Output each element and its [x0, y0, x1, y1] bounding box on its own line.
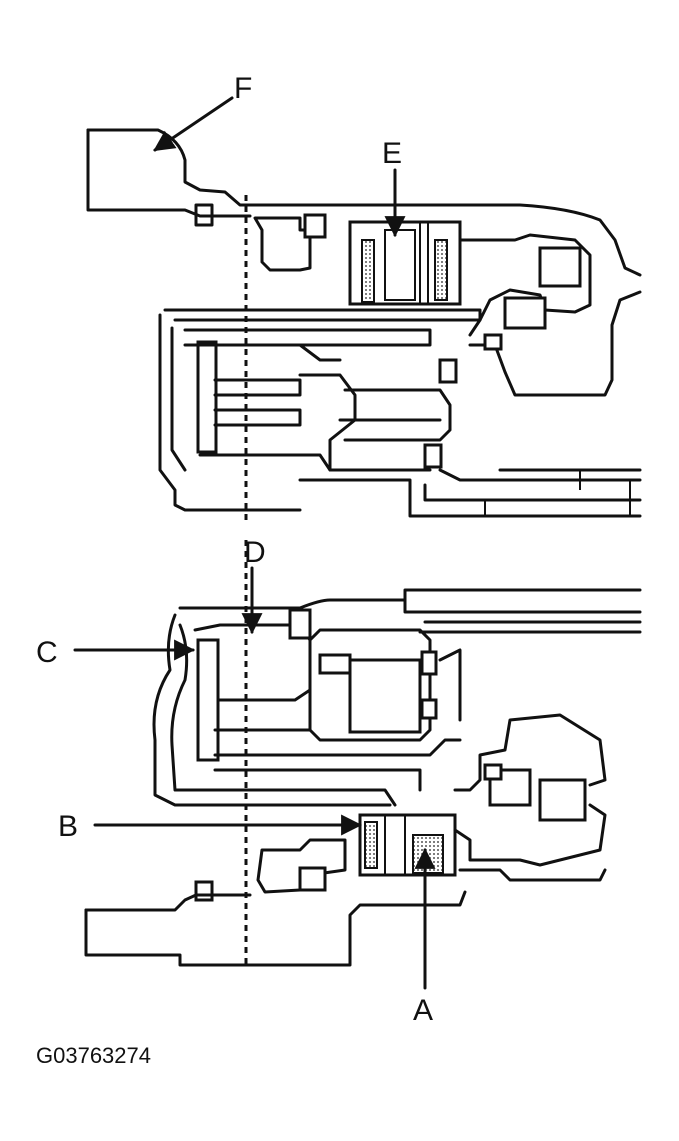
callout-b: B — [58, 810, 78, 843]
callout-d: D — [244, 536, 266, 569]
callout-a: A — [413, 994, 433, 1027]
callout-f: F — [234, 72, 252, 105]
lower-assembly — [73, 566, 642, 990]
callout-c: C — [36, 636, 58, 669]
callout-e: E — [382, 137, 402, 170]
upper-assembly — [86, 96, 642, 518]
figure-code: G03763274 — [36, 1043, 151, 1068]
